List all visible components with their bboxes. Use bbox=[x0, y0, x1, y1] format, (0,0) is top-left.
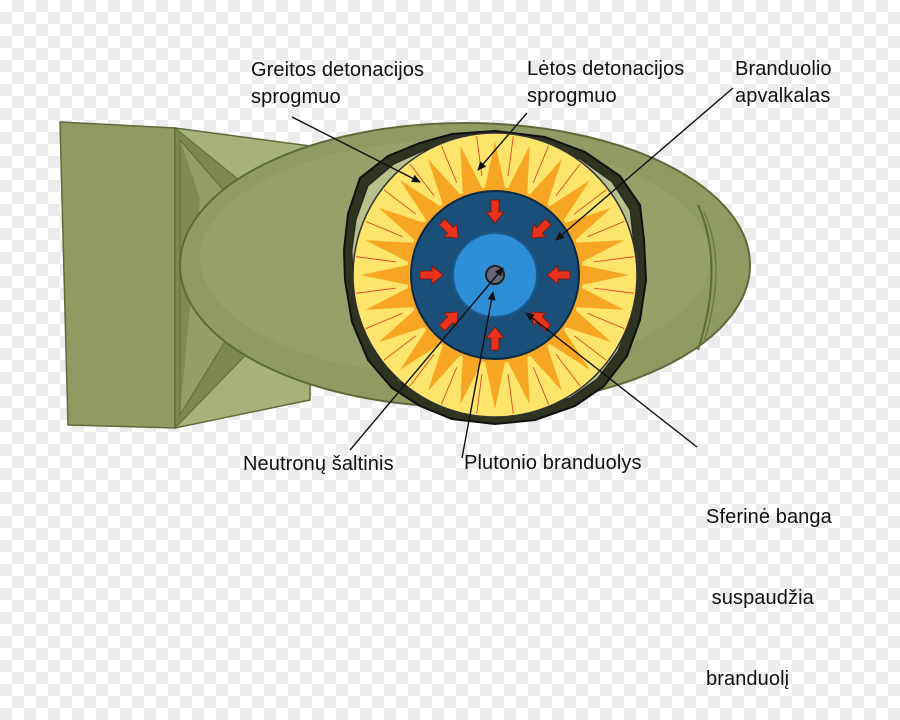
label-neutron-source: Neutronų šaltinis bbox=[243, 453, 394, 475]
lens-spike bbox=[379, 208, 427, 242]
lens-spike bbox=[428, 159, 462, 207]
lens-spike bbox=[574, 240, 625, 263]
lens-divider bbox=[587, 312, 625, 329]
shock-arrow bbox=[419, 265, 444, 285]
lens-divider bbox=[365, 221, 403, 238]
leader-lines bbox=[291, 87, 734, 459]
lens-spike bbox=[400, 328, 442, 370]
neutron-source bbox=[485, 265, 505, 285]
lens-spike bbox=[484, 360, 506, 409]
lens-divider bbox=[532, 145, 549, 183]
shock-arrow bbox=[546, 265, 571, 285]
lens-spike bbox=[548, 180, 590, 222]
lens-spike bbox=[563, 208, 611, 242]
shock-arrow bbox=[531, 311, 552, 332]
lens-spike bbox=[365, 240, 416, 263]
lens-divider bbox=[356, 256, 396, 263]
lens-divider bbox=[574, 335, 607, 361]
lens-divider bbox=[476, 374, 483, 414]
label-fast-explosive: Greitos detonacijos sprogmuo bbox=[251, 59, 425, 108]
lens-divider bbox=[574, 189, 607, 215]
leader-fast-explosive bbox=[291, 116, 421, 183]
lens-divider bbox=[383, 189, 416, 215]
leader-plutonium-core bbox=[461, 291, 496, 459]
lens-spike bbox=[528, 343, 562, 391]
lens-spike bbox=[528, 159, 562, 207]
lens-spike bbox=[484, 141, 506, 190]
leader-neutron-source bbox=[349, 267, 504, 451]
lens-spike bbox=[460, 354, 483, 405]
lens-spike bbox=[361, 264, 410, 286]
lens-spike bbox=[507, 145, 530, 196]
lens-divider bbox=[409, 354, 435, 387]
lens-divider bbox=[441, 145, 458, 183]
lens-spike bbox=[507, 354, 530, 405]
lens-divider bbox=[365, 312, 403, 329]
shock-arrow bbox=[438, 311, 459, 332]
lens-divider bbox=[594, 287, 634, 294]
lens-spike bbox=[400, 180, 442, 222]
lens-spike bbox=[580, 264, 629, 286]
lens-divider bbox=[532, 367, 549, 405]
shock-arrow bbox=[485, 199, 505, 224]
lens-spike bbox=[460, 145, 483, 196]
label-core-casing: Branduolio apvalkalas bbox=[735, 58, 832, 107]
label-plutonium-core: Plutonio branduolys bbox=[464, 452, 642, 474]
label-shock-wave: Sferinė banga suspaudžia branduolį bbox=[706, 506, 832, 690]
leader-slow-explosive bbox=[477, 112, 528, 171]
leader-core-casing bbox=[555, 87, 734, 241]
lens-spike bbox=[379, 308, 427, 342]
lens-divider bbox=[594, 256, 634, 263]
lens-divider bbox=[441, 367, 458, 405]
lens-divider bbox=[555, 354, 581, 387]
lens-spike bbox=[574, 287, 625, 310]
shock-arrow bbox=[438, 218, 459, 239]
lens-divider bbox=[383, 335, 416, 361]
lens-divider bbox=[409, 163, 435, 196]
leader-shock-wave bbox=[525, 312, 698, 448]
implosion-bomb-diagram bbox=[59, 87, 751, 459]
shock-arrow bbox=[485, 326, 505, 351]
lens-spike bbox=[563, 308, 611, 342]
lens-spike bbox=[365, 287, 416, 310]
lens-divider bbox=[507, 136, 514, 176]
shock-wave-arrows bbox=[419, 199, 571, 351]
shock-arrow bbox=[531, 218, 552, 239]
lens-divider bbox=[507, 374, 514, 414]
lens-divider bbox=[587, 221, 625, 238]
slow-explosive-lenses bbox=[356, 136, 634, 414]
lens-spike bbox=[428, 343, 462, 391]
lens-divider bbox=[356, 287, 396, 294]
lens-divider bbox=[555, 163, 581, 196]
label-slow-explosive: Lėtos detonacijos sprogmuo bbox=[527, 58, 685, 107]
